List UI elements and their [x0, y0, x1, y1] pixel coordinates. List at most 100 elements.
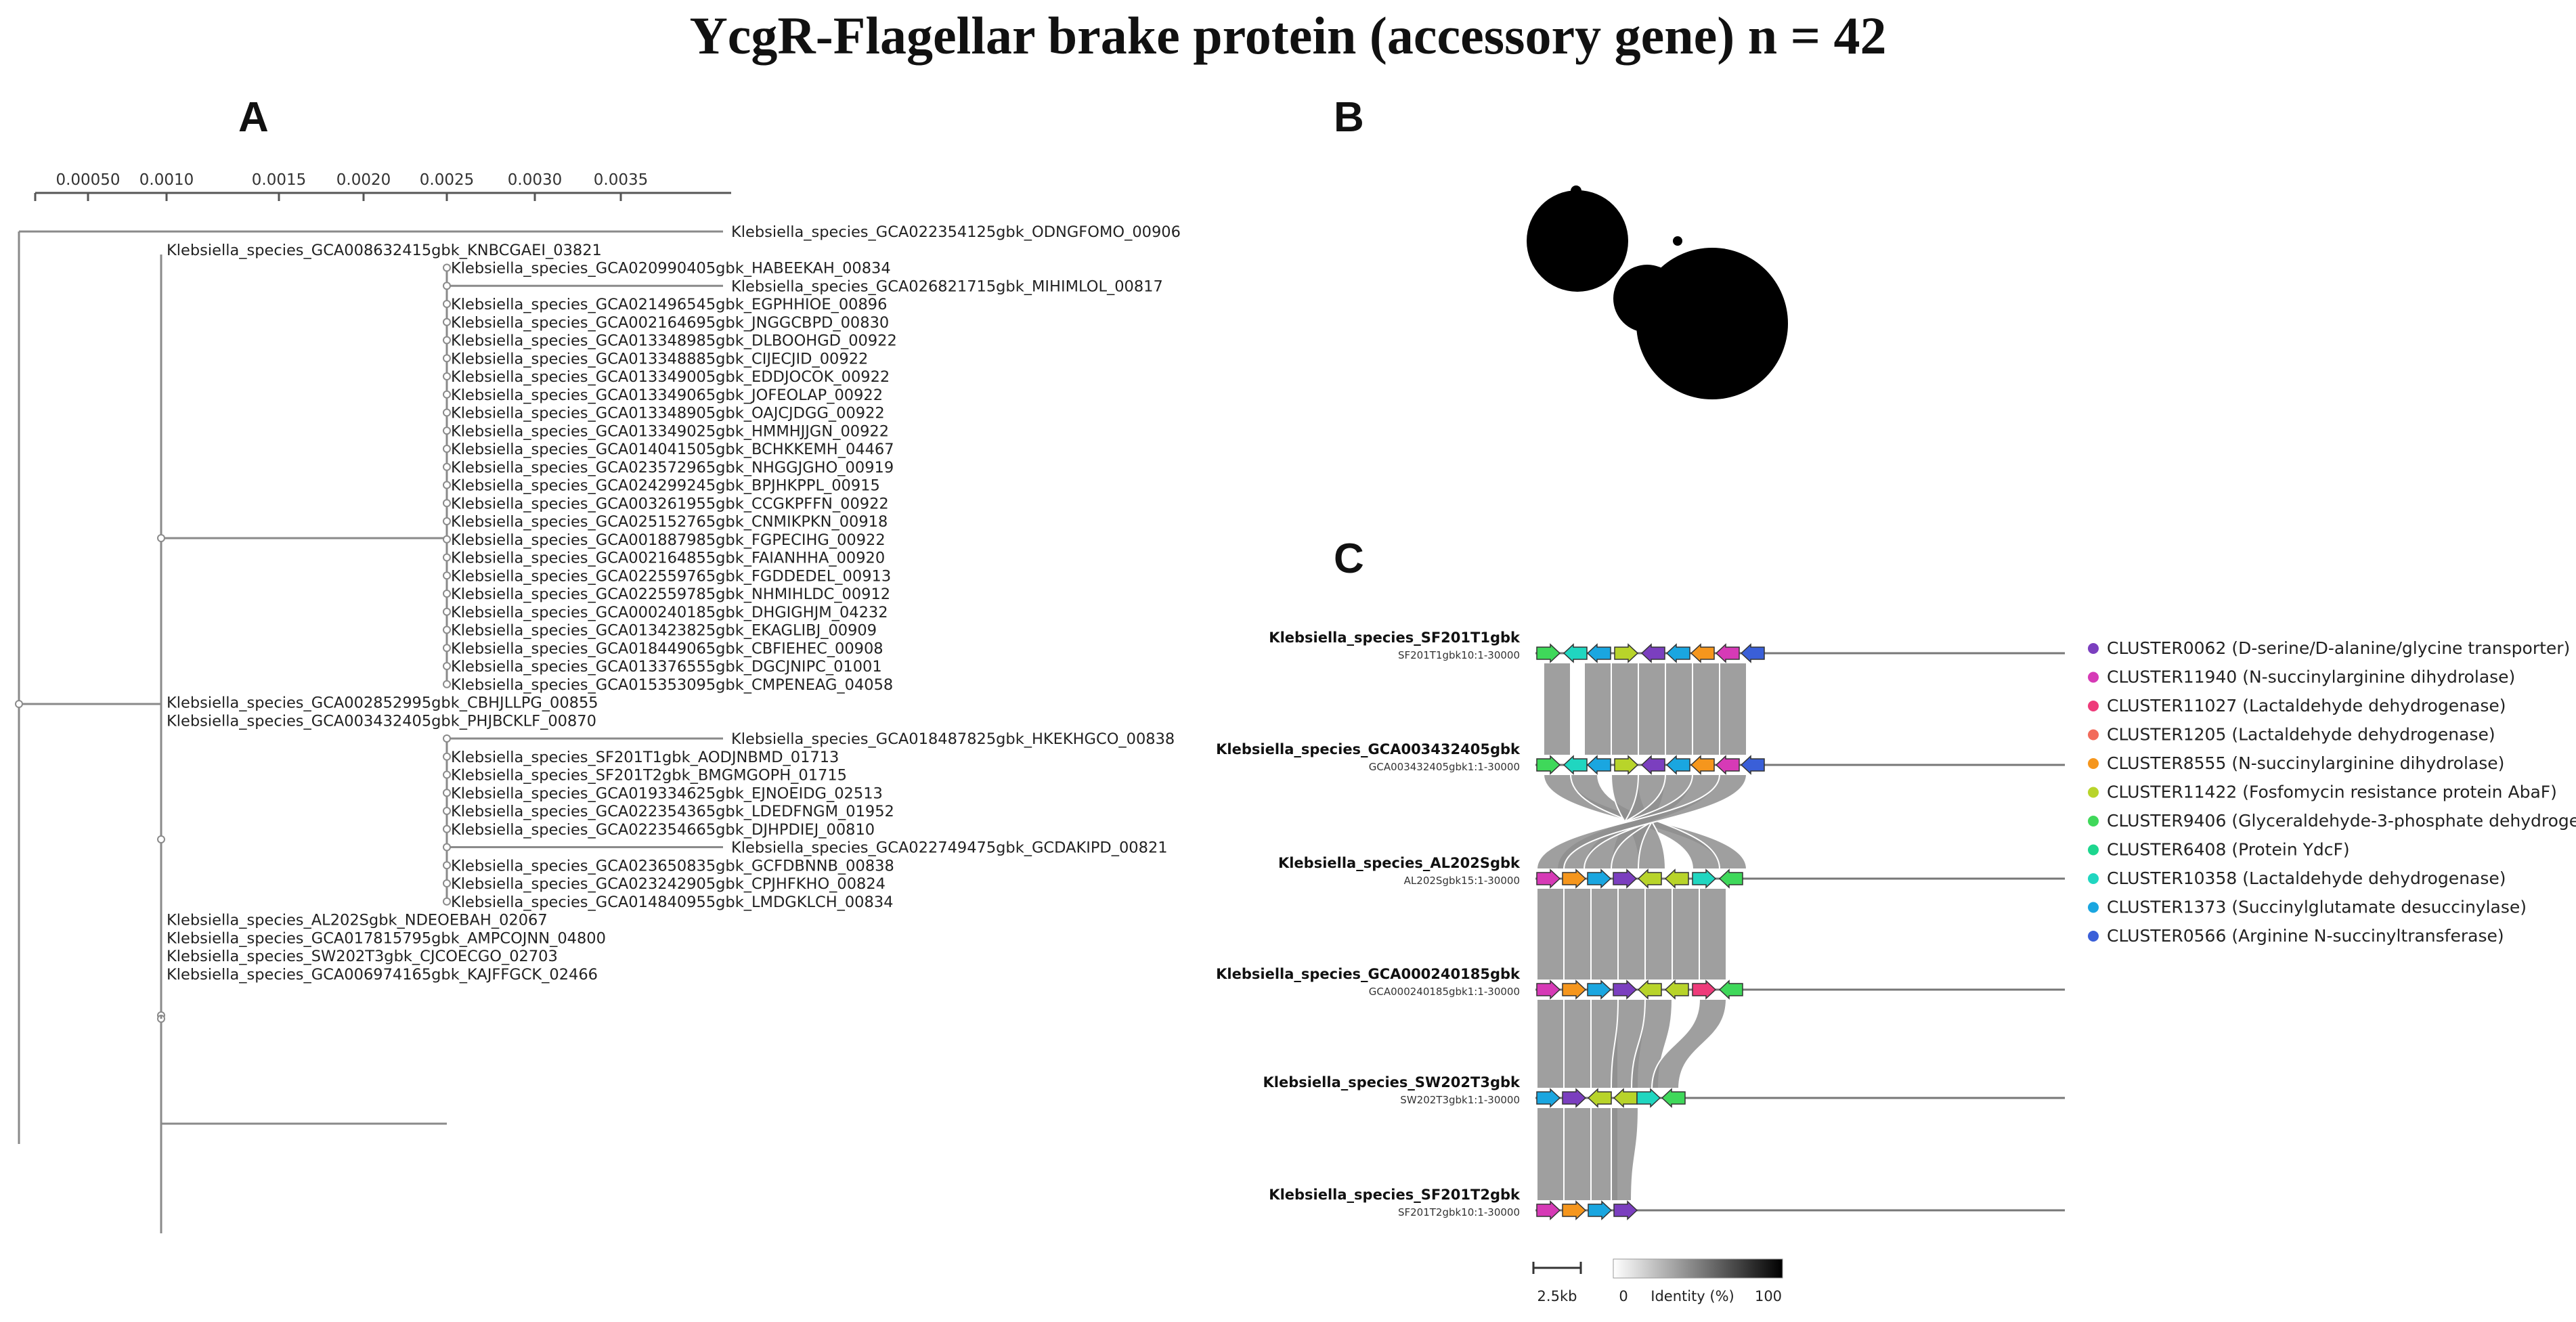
- gene-arrow: [1613, 979, 1638, 1000]
- gene-arrow: [1613, 1200, 1638, 1220]
- track-name: Klebsiella_species_SF201T1gbk: [1269, 630, 1521, 646]
- legend-label: CLUSTER0062 (D-serine/D-alanine/glycine …: [2107, 638, 2570, 658]
- identity-ribbon: [1691, 662, 1720, 756]
- tree-node: [443, 535, 451, 544]
- tree-leaf-label: Klebsiella_species_GCA013349025gbk_HMMHJ…: [451, 422, 889, 440]
- identity-ribbon: [1718, 662, 1747, 756]
- identity-ribbon: [1637, 662, 1667, 756]
- tree-leaf-label: Klebsiella_species_SW202T3gbk_CJCOECGO_0…: [167, 948, 558, 965]
- tree-leaf-label: Klebsiella_species_GCA015353095gbk_CMPEN…: [451, 676, 893, 694]
- tree-leaf-label: Klebsiella_species_SF201T2gbk_BMGMGOPH_0…: [451, 767, 847, 785]
- tree-leaf-label: Klebsiella_species_GCA026821715gbk_MIHIM…: [731, 278, 1163, 295]
- tree-leaf-label: Klebsiella_species_GCA002164855gbk_FAIAN…: [451, 550, 885, 567]
- tree-leaf-label: Klebsiella_species_AL202Sgbk_NDEOEBAH_02…: [167, 912, 548, 929]
- scale-tick-label: 0.0030: [508, 171, 562, 189]
- legend-swatch: [2088, 643, 2099, 654]
- tree-node: [443, 408, 451, 417]
- tree-node: [443, 734, 451, 743]
- scale-tick-label: 0.0025: [420, 171, 474, 189]
- scale-tick-label: 0.0035: [594, 171, 648, 189]
- bubble-largest: [1636, 248, 1788, 399]
- tree-leaf-label: Klebsiella_species_GCA002852995gbk_CBHJL…: [167, 695, 598, 712]
- tree-node: [443, 770, 451, 779]
- tree-node: [443, 571, 451, 580]
- tree-node: [443, 317, 451, 326]
- tree-node: [443, 843, 451, 852]
- figure-title: YcgR-Flagellar brake protein (accessory …: [689, 6, 1887, 65]
- tree-leaf-label: Klebsiella_species_GCA013349065gbk_JOFEO…: [451, 387, 883, 404]
- gene-arrow: [1664, 979, 1689, 1000]
- legend-swatch: [2088, 931, 2099, 942]
- gene-arrow: [1614, 643, 1639, 663]
- tree-leaf-label: Klebsiella_species_GCA006974165gbk_KAJFF…: [167, 966, 598, 984]
- tree-leaf-label: Klebsiella_species_GCA013423825gbk_EKAGL…: [451, 622, 877, 640]
- legend-label: CLUSTER0566 (Arginine N-succinyltransfer…: [2107, 926, 2504, 946]
- tree-leaf-label: Klebsiella_species_GCA001887985gbk_FGPEC…: [451, 531, 886, 549]
- gene-arrow: [1613, 1088, 1638, 1108]
- gene-arrow: [1586, 755, 1611, 775]
- gene-arrow: [1740, 755, 1765, 775]
- gene-arrow: [1718, 979, 1743, 1000]
- legend-label: CLUSTER11940 (N-succinylarginine dihydro…: [2107, 667, 2515, 687]
- track-name: Klebsiella_species_SF201T2gbk: [1269, 1187, 1521, 1203]
- track-sublabel: AL202Sgbk15:1-30000: [1404, 875, 1520, 887]
- tree-node: [443, 789, 451, 797]
- tree-leaf-label: Klebsiella_species_GCA023572965gbk_NHGGJ…: [451, 459, 894, 477]
- identity-ribbon: [1563, 1107, 1592, 1202]
- tree-node: [443, 897, 451, 906]
- gene-arrow: [1613, 868, 1638, 889]
- tree-node: [443, 372, 451, 380]
- legend-label: CLUSTER9406 (Glyceraldehyde-3-phosphate …: [2107, 811, 2576, 831]
- scale-tick-label: 0.0010: [139, 171, 194, 189]
- identity-ribbon: [1610, 1107, 1640, 1202]
- gene-arrow: [1637, 979, 1662, 1000]
- tree-node: [443, 426, 451, 435]
- tree-node: [443, 263, 451, 272]
- legend-swatch: [2088, 787, 2099, 798]
- tree-leaf-label: Klebsiella_species_GCA022354365gbk_LDEDF…: [451, 803, 894, 820]
- tree-node: [157, 534, 165, 542]
- tree-leaf-label: Klebsiella_species_GCA013349005gbk_EDDJO…: [451, 368, 890, 386]
- gene-arrow: [1536, 1200, 1561, 1220]
- bubble-large: [1527, 190, 1628, 292]
- cluster-bubble-plot: [1527, 185, 1788, 399]
- legend-swatch: [2088, 844, 2099, 856]
- gene-arrow: [1665, 755, 1690, 775]
- tree-node: [443, 499, 451, 508]
- gene-arrow: [1536, 979, 1561, 1000]
- tree-node: [443, 625, 451, 634]
- scale-tick-label: 0.0020: [336, 171, 391, 189]
- gene-arrow: [1715, 755, 1740, 775]
- legend-label: CLUSTER8555 (N-succinylarginine dihydrol…: [2107, 753, 2504, 773]
- tree-node: [157, 835, 165, 843]
- tree-leaf-label: Klebsiella_species_SF201T1gbk_AODJNBMD_0…: [451, 749, 839, 766]
- tree-leaf-label: Klebsiella_species_GCA014840955gbk_LMDGK…: [451, 894, 893, 911]
- identity-ribbon: [1671, 887, 1701, 981]
- tree-leaf-label: Klebsiella_species_GCA017815795gbk_AMPCO…: [167, 929, 606, 947]
- tree-leaf-label: Klebsiella_species_GCA013348985gbk_DLBOO…: [451, 332, 897, 350]
- identity-ribbon: [1583, 662, 1613, 756]
- gene-arrow: [1562, 979, 1587, 1000]
- panel-label-b: B: [1334, 94, 1364, 141]
- gene-arrow: [1636, 1088, 1661, 1108]
- identity-ribbon: [1563, 887, 1592, 981]
- gene-arrow: [1588, 1200, 1613, 1220]
- tree-leaf-label: Klebsiella_species_GCA000240185gbk_DHGIG…: [451, 604, 888, 621]
- gene-arrow: [1640, 755, 1665, 775]
- tree-node: [443, 590, 451, 598]
- legend-swatch: [2088, 729, 2099, 741]
- identity-ribbon: [1535, 1107, 1565, 1202]
- gene-arrow: [1536, 755, 1561, 775]
- tree-node: [15, 700, 23, 708]
- identity-ribbon: [1542, 662, 1572, 756]
- tree-node: [443, 861, 451, 870]
- tree-node: [443, 517, 451, 525]
- tree-node: [443, 879, 451, 887]
- panel-label-a: A: [238, 94, 269, 141]
- tree-leaf-label: Klebsiella_species_GCA013376555gbk_DGCJN…: [451, 658, 882, 676]
- gene-arrow: [1661, 1088, 1686, 1108]
- gene-arrow: [1586, 643, 1611, 663]
- identity-ribbon: [1664, 662, 1694, 756]
- gene-arrow: [1563, 755, 1588, 775]
